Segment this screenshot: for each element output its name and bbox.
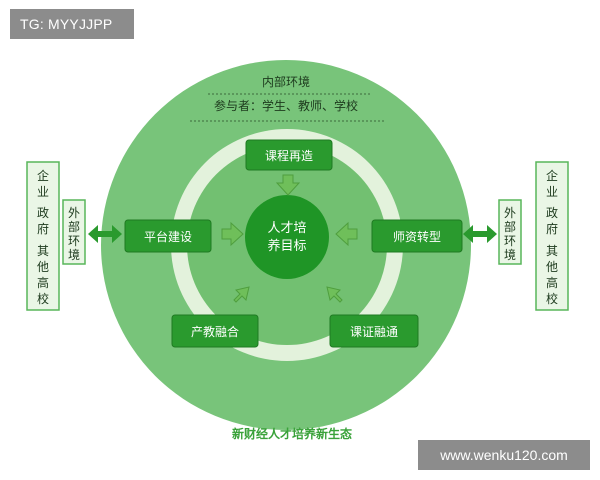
left-c2-2: 环 <box>68 234 80 248</box>
left-external-panel: 企 业 政 府 其 他 高 校 外 部 环 境 <box>26 161 86 311</box>
right-c2-1: 部 <box>504 219 516 234</box>
watermark-top: TG: MYYJJPP <box>10 9 134 39</box>
left-c1-5: 他 <box>37 260 49 274</box>
left-c1-1: 业 <box>37 185 49 199</box>
left-c2-1: 部 <box>68 219 80 234</box>
node-course-label: 课程再造 <box>265 148 313 163</box>
right-double-arrow-icon <box>463 225 497 243</box>
center-goal-line2: 养目标 <box>267 238 306 254</box>
left-c1-0: 企 <box>37 168 49 183</box>
right-c1-5: 他 <box>546 260 558 274</box>
left-c2-0: 外 <box>68 206 80 220</box>
node-faculty-label: 师资转型 <box>393 229 441 244</box>
diagram-caption: 新财经人才培养新生态 <box>232 426 352 441</box>
right-c2-2: 环 <box>504 234 516 248</box>
arrow-up-right-icon <box>233 286 250 303</box>
left-double-arrow-icon <box>88 225 122 243</box>
left-c2-3: 境 <box>68 247 80 262</box>
node-platform: 平台建设 <box>124 219 212 253</box>
node-course: 课程再造 <box>245 139 333 171</box>
left-c1-7: 校 <box>37 291 49 306</box>
node-platform-label: 平台建设 <box>144 229 192 244</box>
node-integration: 产教融合 <box>171 314 259 348</box>
node-integration-label: 产教融合 <box>191 324 239 339</box>
node-certificate-label: 课证融通 <box>350 325 398 339</box>
left-c1-3: 府 <box>37 221 49 236</box>
right-c2-0: 外 <box>504 206 516 220</box>
right-c1-6: 高 <box>546 275 558 290</box>
right-c1-3: 府 <box>546 221 558 236</box>
right-c1-0: 企 <box>546 168 558 183</box>
center-goal-line1: 人才培 <box>267 220 306 236</box>
right-c1-4: 其 <box>546 244 558 258</box>
arrow-left-icon <box>335 221 358 247</box>
right-c1-1: 业 <box>546 185 558 199</box>
right-external-panel: 外 部 环 境 企 业 政 府 其 他 高 校 <box>498 161 569 311</box>
left-c1-2: 政 <box>37 206 49 220</box>
arrow-down-icon <box>275 174 301 196</box>
participants-label: 参与者：学生、教师、学校 <box>214 98 358 113</box>
inner-env-title: 内部环境 <box>262 74 310 89</box>
arrow-up-left-icon <box>326 286 343 303</box>
node-certificate: 课证融通 <box>329 314 419 348</box>
left-c1-4: 其 <box>37 244 49 258</box>
right-c1-2: 政 <box>546 206 558 220</box>
right-c1-7: 校 <box>546 291 558 306</box>
watermark-bottom: www.wenku120.com <box>418 440 590 470</box>
right-c2-3: 境 <box>504 247 516 262</box>
center-goal-circle <box>245 195 329 279</box>
arrow-right-icon <box>221 221 244 247</box>
node-faculty: 师资转型 <box>371 219 463 253</box>
left-c1-6: 高 <box>37 275 49 290</box>
